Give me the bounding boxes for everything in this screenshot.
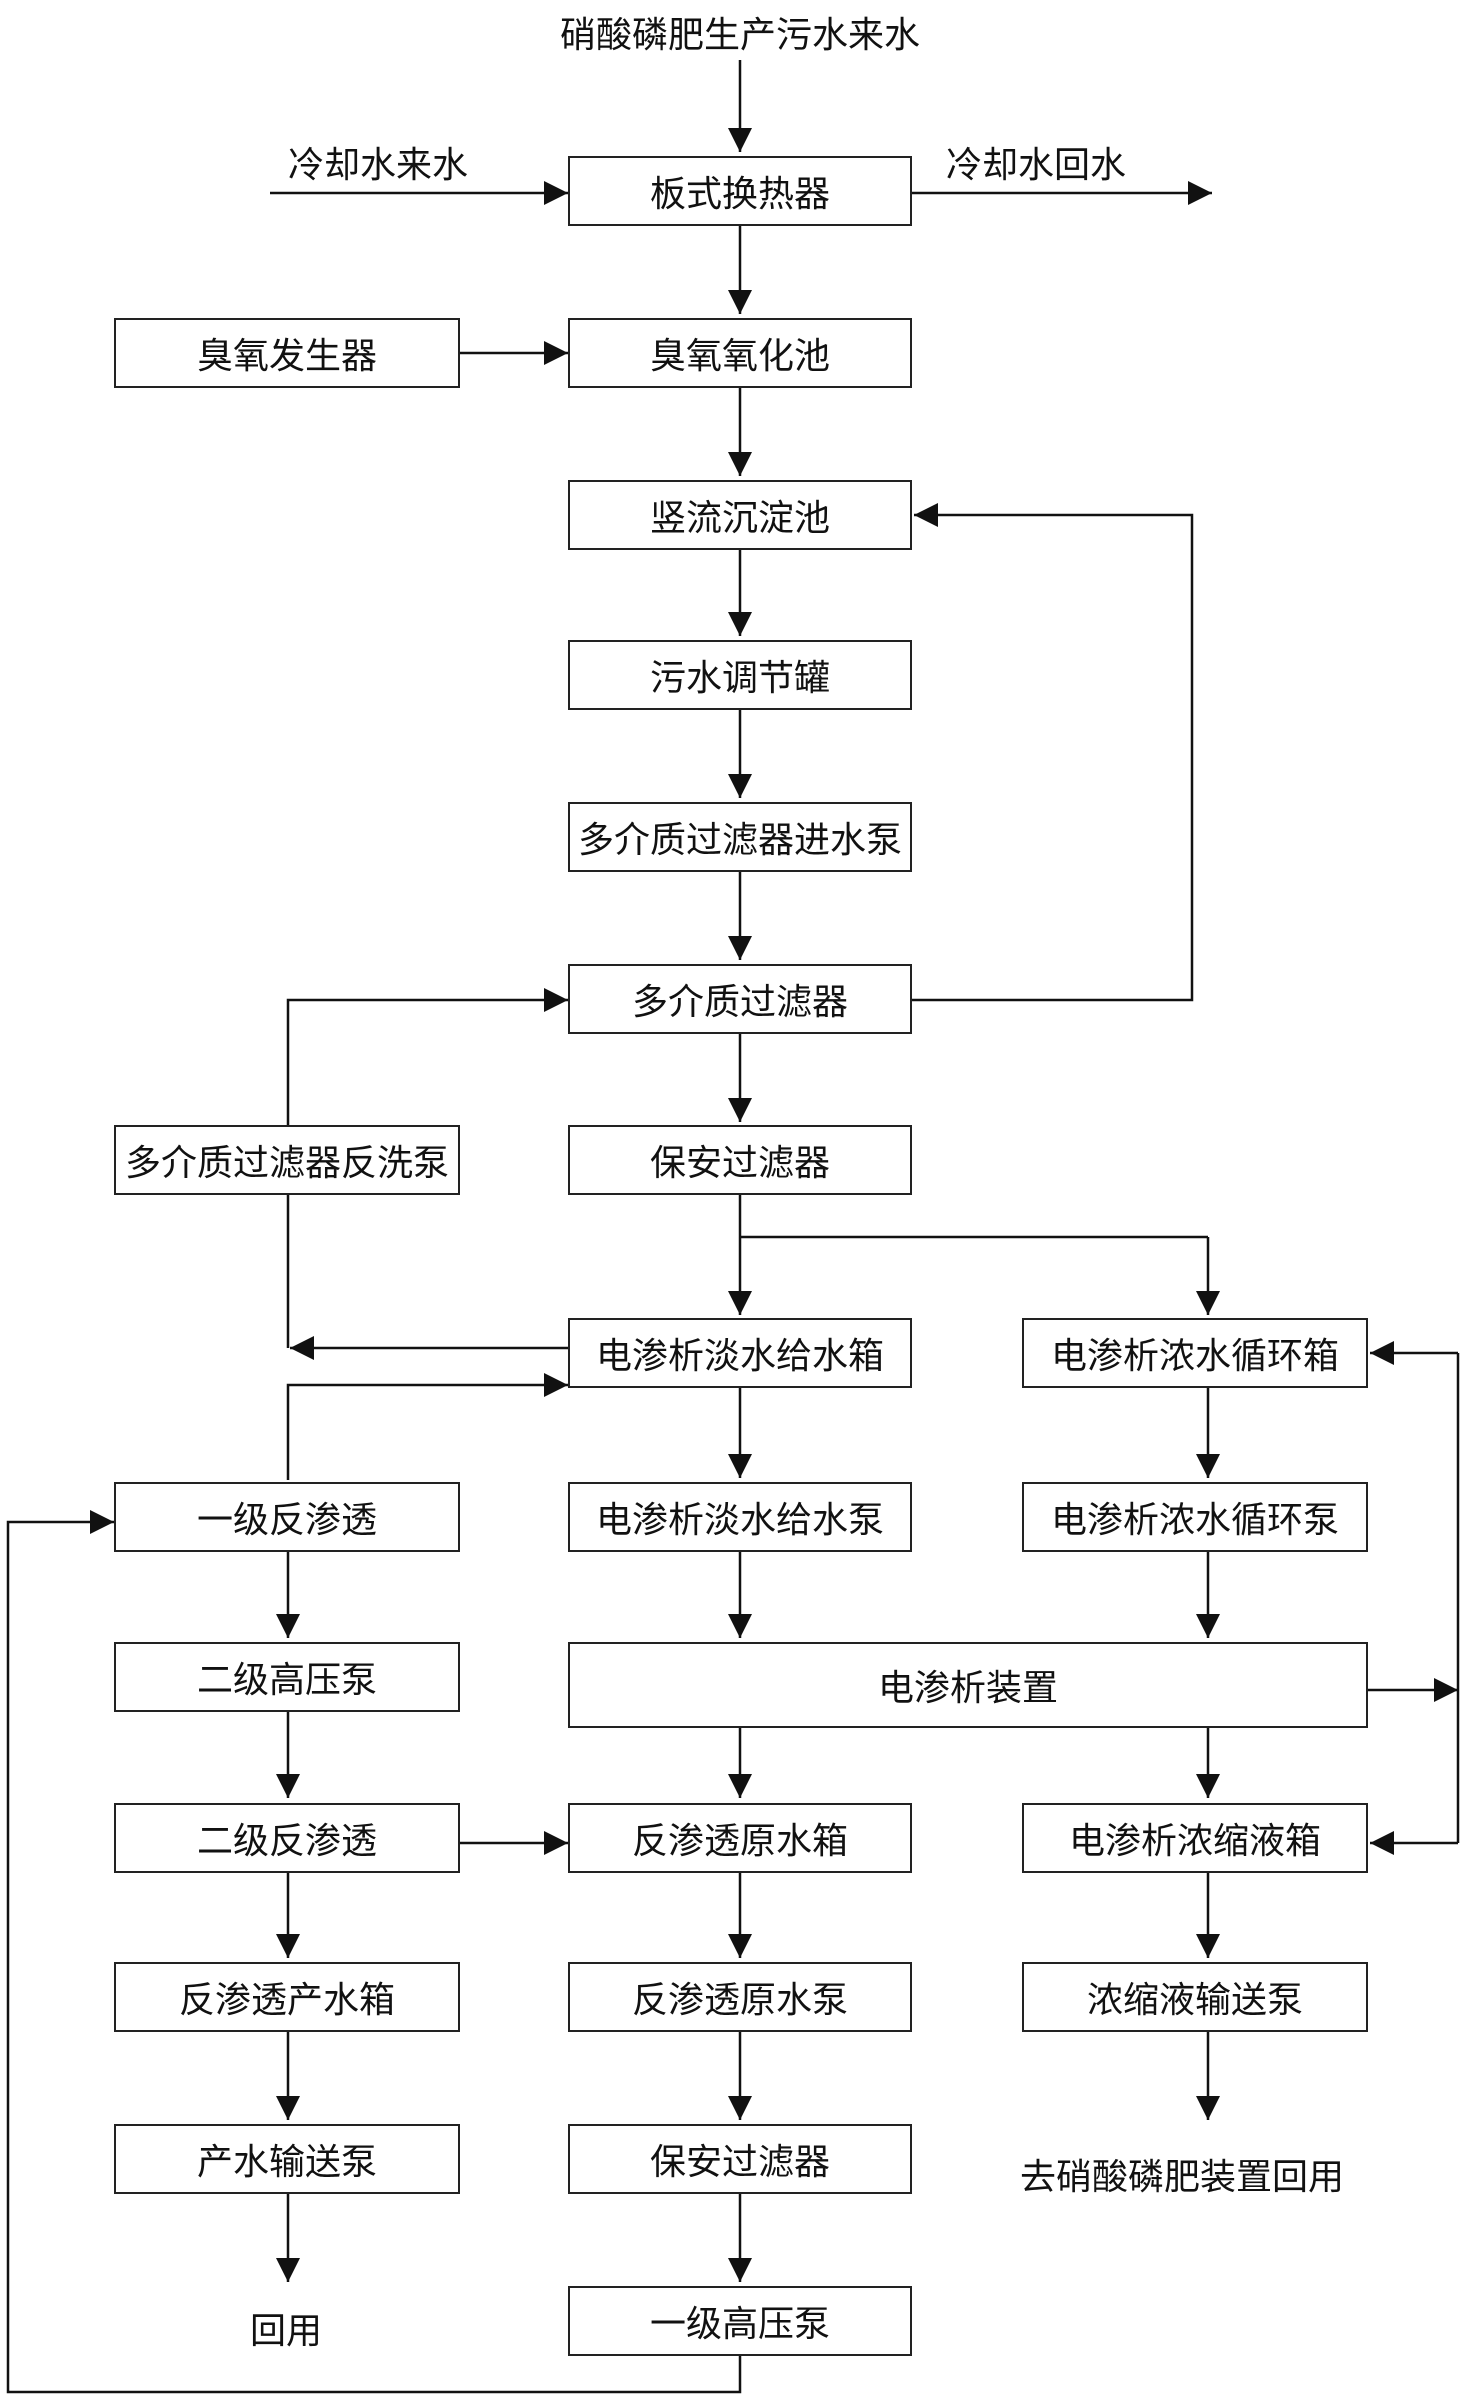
source-label: 硝酸磷肥生产污水来水 (560, 15, 921, 56)
ed-device-box: 电渗析装置 (568, 1642, 1368, 1728)
arrow-mmf-return-to-settler (912, 503, 1194, 1002)
ed-dilute-pump-box: 电渗析淡水给水泵 (568, 1482, 912, 1552)
ed-conc-pump-box: 电渗析浓水循环泵 (1022, 1482, 1368, 1552)
security-filter-2-box: 保安过滤器 (568, 2124, 912, 2194)
stage1-hp-pump-box: 一级高压泵 (568, 2286, 912, 2356)
vertical-settler-box: 竖流沉淀池 (568, 480, 912, 550)
arrow-ro1-to-dilute-tank (286, 1373, 568, 1480)
ro-stage1-box: 一级反渗透 (114, 1482, 460, 1552)
arrow-hp1-to-ro1 (6, 1510, 742, 2394)
cooling-out-label: 冷却水回水 (946, 145, 1127, 186)
ro-raw-tank-box: 反渗透原水箱 (568, 1803, 912, 1873)
cooling-in-label: 冷却水来水 (288, 145, 469, 186)
mm-filter-box: 多介质过滤器 (568, 964, 912, 1034)
arrow-backwash-to-mmf (286, 988, 568, 1158)
to-fertilizer-label: 去硝酸磷肥装置回用 (1020, 2157, 1345, 2198)
stage2-hp-pump-box: 二级高压泵 (114, 1642, 460, 1712)
ed-concentrate-tank-box: 电渗析浓缩液箱 (1022, 1803, 1368, 1873)
ed-conc-tank-box: 电渗析浓水循环箱 (1022, 1318, 1368, 1388)
ed-dilute-tank-box: 电渗析淡水给水箱 (568, 1318, 912, 1388)
ro-stage2-box: 二级反渗透 (114, 1803, 460, 1873)
security-filter-1-box: 保安过滤器 (568, 1125, 912, 1195)
ozone-generator-box: 臭氧发生器 (114, 318, 460, 388)
adjust-tank-box: 污水调节罐 (568, 640, 912, 710)
conc-transfer-pump-box: 浓缩液输送泵 (1022, 1962, 1368, 2032)
mm-feed-pump-box: 多介质过滤器进水泵 (568, 802, 912, 872)
reuse-label: 回用 (250, 2311, 323, 2352)
plate-heat-exchanger-box: 板式换热器 (568, 156, 912, 226)
product-pump-box: 产水输送泵 (114, 2124, 460, 2194)
ozone-oxidation-pool-box: 臭氧氧化池 (568, 318, 912, 388)
ro-product-tank-box: 反渗透产水箱 (114, 1962, 460, 2032)
mm-backwash-pump-box: 多介质过滤器反洗泵 (114, 1125, 460, 1195)
ro-raw-pump-box: 反渗透原水泵 (568, 1962, 912, 2032)
